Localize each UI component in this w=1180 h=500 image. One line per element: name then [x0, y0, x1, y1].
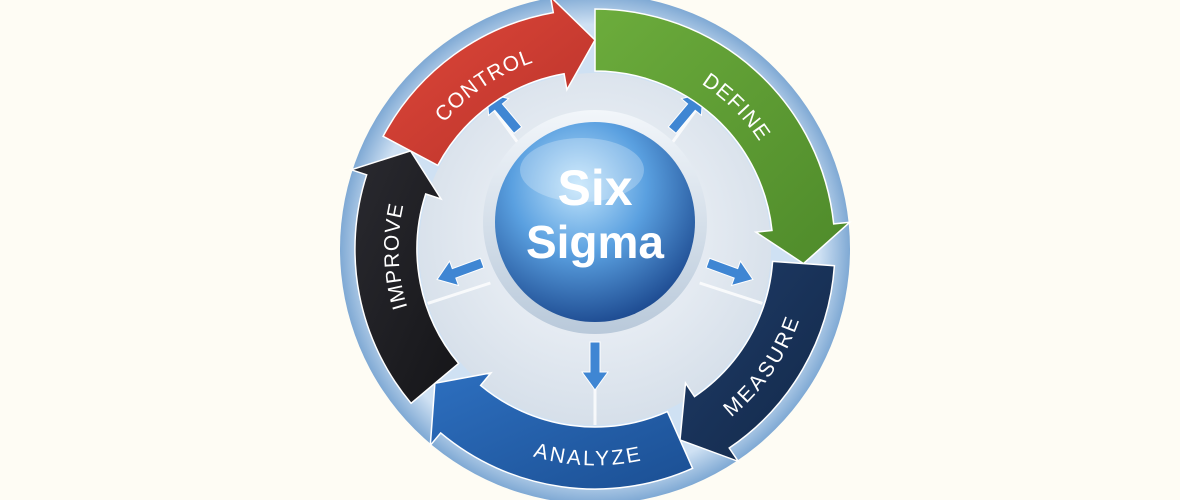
arrow-analyze — [429, 371, 694, 490]
disc-divider — [699, 281, 763, 305]
burst-arrow — [436, 257, 485, 287]
phase-arrows — [348, 0, 853, 490]
burst-arrow — [705, 257, 754, 287]
center-sphere — [495, 122, 695, 322]
arrow-control — [382, 0, 596, 167]
center-title-line1: Six — [557, 160, 632, 216]
center-title-line2: Sigma — [526, 216, 664, 268]
arrow-define — [594, 8, 853, 265]
arrow-improve — [348, 150, 460, 405]
burst-arrows — [436, 92, 754, 391]
disc-divider — [427, 281, 491, 305]
burst-arrow — [581, 341, 609, 391]
sphere-highlight — [520, 138, 644, 202]
arrow-measure — [679, 260, 836, 463]
